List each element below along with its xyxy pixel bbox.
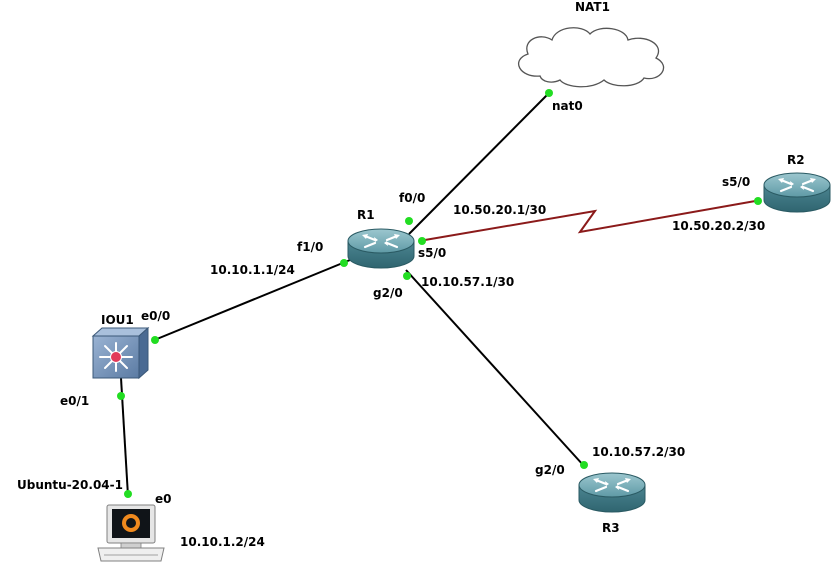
node-label-iou1: IOU1: [101, 313, 134, 327]
ip-label-r1-s5-0: 10.50.20.1/30: [453, 203, 546, 217]
port-label-iou1-e0-1: e0/1: [60, 394, 89, 408]
node-ubuntu[interactable]: Ubuntu-20.04-1: [17, 478, 165, 562]
port-status-dots: [117, 89, 762, 498]
node-nat1[interactable]: NAT1: [517, 0, 665, 88]
status-dot-nat0: [545, 89, 553, 97]
port-label-nat0: nat0: [552, 99, 583, 113]
status-dot-iou1-e0-1: [117, 392, 125, 400]
node-label-r2: R2: [787, 153, 805, 167]
link-r1-r2-serial[interactable]: [418, 199, 762, 242]
node-label-r1: R1: [357, 208, 375, 222]
status-dot-r1-s5-0: [418, 237, 426, 245]
node-label-ubuntu: Ubuntu-20.04-1: [17, 478, 123, 492]
computer-icon: [97, 504, 165, 562]
status-dot-ubuntu-e0: [124, 490, 132, 498]
status-dot-r1-f1-0: [340, 259, 348, 267]
port-label-ubuntu-e0: e0: [155, 492, 172, 506]
node-r2[interactable]: R2: [763, 153, 831, 214]
ip-label-r3-g2-0: 10.10.57.2/30: [592, 445, 685, 459]
router-icon: [347, 227, 415, 270]
link-r1-iou1[interactable]: [151, 259, 351, 342]
port-label-r1-g2-0: g2/0: [373, 286, 403, 300]
node-r3[interactable]: R3: [578, 471, 646, 535]
ip-label-r1-f1-0: 10.10.1.1/24: [210, 263, 295, 277]
link-r1-nat1[interactable]: [408, 92, 550, 235]
status-dot-r3-g2-0: [580, 461, 588, 469]
status-dot-iou1-e0-0: [151, 336, 159, 344]
port-label-r1-f0-0: f0/0: [399, 191, 425, 205]
links: [120, 92, 762, 497]
layer3-switch-icon: [91, 326, 150, 380]
router-icon: [578, 471, 646, 514]
status-dot-r1-g2-0: [403, 272, 411, 280]
status-dot-r1-f0-0: [405, 217, 413, 225]
node-r1[interactable]: R1: [347, 208, 415, 270]
port-label-r1-s5-0: s5/0: [418, 246, 446, 260]
port-label-r3-g2-0: g2/0: [535, 463, 565, 477]
node-iou1[interactable]: IOU1: [91, 313, 150, 380]
node-label-nat1: NAT1: [575, 0, 610, 14]
port-label-iou1-e0-0: e0/0: [141, 309, 170, 323]
port-label-r1-f1-0: f1/0: [297, 240, 323, 254]
ip-label-r2-s5-0: 10.50.20.2/30: [672, 219, 765, 233]
interface-labels: nat0 f0/0 10.50.20.1/30 s5/0 10.50.20.2/…: [60, 99, 765, 549]
ip-label-ubuntu-e0: 10.10.1.2/24: [180, 535, 265, 549]
cloud-icon: [517, 27, 665, 88]
link-r1-r3[interactable]: [405, 269, 585, 467]
router-icon: [763, 171, 831, 214]
port-label-r2-s5-0: s5/0: [722, 175, 750, 189]
node-label-r3: R3: [602, 521, 620, 535]
ip-label-r1-g2-0: 10.10.57.1/30: [421, 275, 514, 289]
status-dot-r2-s5-0: [754, 197, 762, 205]
